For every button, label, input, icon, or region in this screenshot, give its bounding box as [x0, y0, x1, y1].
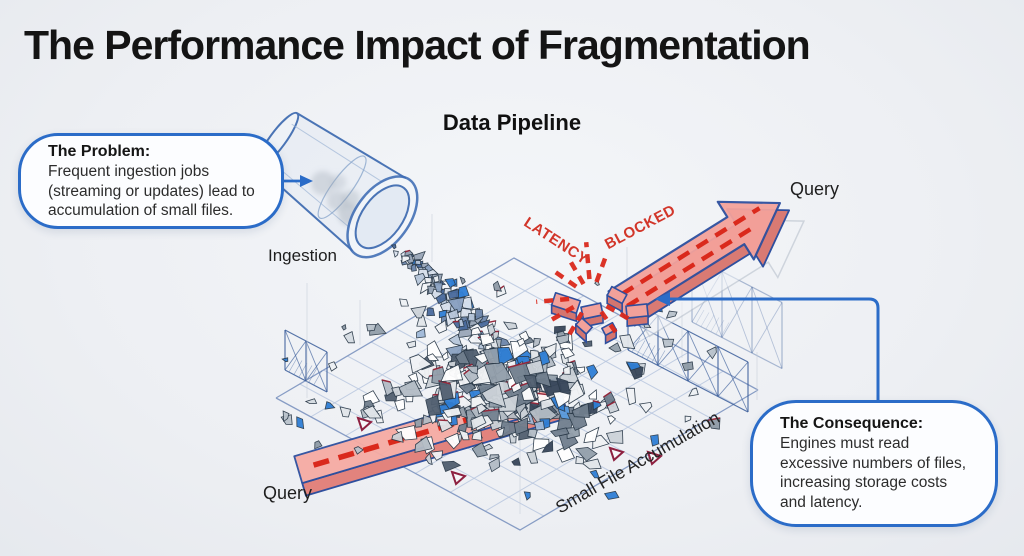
fragment-stream	[390, 244, 511, 360]
problem-callout: The Problem: Frequent ingestion jobs (st…	[18, 133, 284, 229]
fragment-pile	[339, 305, 653, 473]
diagram-subtitle: Data Pipeline	[442, 110, 582, 135]
blocked-query-arrow	[607, 200, 791, 327]
consequence-heading: The Consequence:	[780, 415, 924, 432]
consequence-callout: The Consequence: Engines must read exces…	[750, 400, 998, 527]
problem-connector-arrow	[284, 175, 313, 187]
ingestion-label: Ingestion	[268, 246, 337, 265]
problem-body: Frequent ingestion jobs (streaming or up…	[48, 163, 255, 220]
problem-heading: The Problem:	[48, 143, 151, 160]
page-title: The Performance Impact of Fragmentation	[24, 22, 811, 68]
consequence-body: Engines must read excessive numbers of f…	[780, 435, 967, 511]
query-label-top: Query	[790, 179, 840, 199]
query-label-bottom: Query	[263, 483, 313, 503]
impact-burst	[536, 242, 636, 340]
accent-triangles	[356, 416, 663, 486]
pipe-contents-fog	[310, 171, 361, 226]
consequence-connector-arrow	[655, 292, 880, 400]
